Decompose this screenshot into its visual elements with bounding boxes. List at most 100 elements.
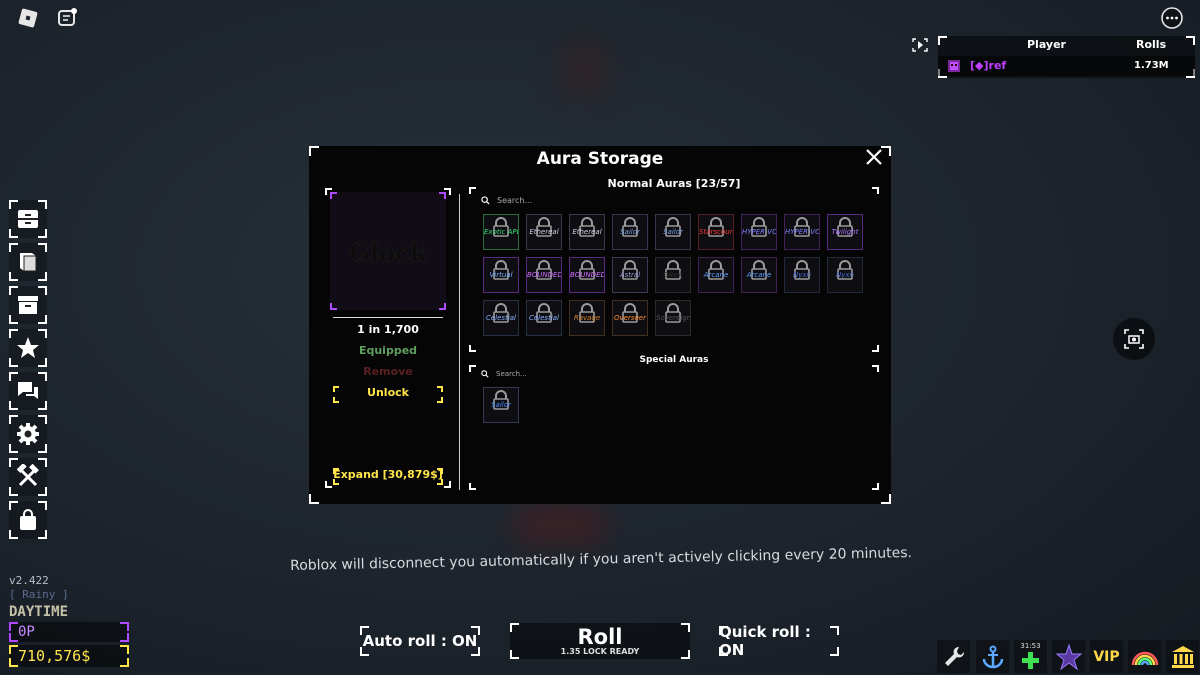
anchor-button[interactable] (976, 640, 1009, 673)
aura-name: BOUNDED UNBOUND (527, 271, 561, 279)
lock-icon (794, 260, 810, 280)
collection-button[interactable] (9, 243, 47, 281)
normal-aura-slot[interactable]: Virtual (483, 257, 519, 293)
unlock-button[interactable]: Unlock (333, 386, 443, 403)
normal-aura-slot[interactable]: Overseer (612, 300, 648, 336)
aura-name: Nyxn (836, 271, 854, 279)
normal-aura-slot[interactable]: BOUNDED UNBOUND (526, 257, 562, 293)
normal-aura-slot[interactable]: Astral (612, 257, 648, 293)
tools-button[interactable] (937, 640, 970, 673)
version-label: v2.422 (9, 574, 49, 587)
quick-roll-label: Quick roll : ON (719, 623, 811, 659)
normal-aura-slot[interactable]: Sailor (655, 214, 691, 250)
chat-icon (58, 8, 77, 26)
bank-button[interactable] (1166, 640, 1199, 673)
wrench-icon (944, 646, 964, 666)
normal-aura-slot[interactable]: Starscourge (698, 214, 734, 250)
normal-auras-search-input[interactable]: Search... (481, 193, 861, 207)
aura-name: Arcane (703, 271, 729, 279)
aura-preview-name: Glock (349, 238, 427, 267)
speech-bubbles-icon (18, 382, 38, 399)
chat-toggle-button[interactable] (54, 5, 80, 31)
plus-luck-icon (1021, 651, 1039, 669)
lock-icon (665, 303, 681, 323)
roblox-menu-button[interactable] (15, 5, 41, 31)
leaderboard-toggle-button[interactable] (912, 37, 928, 52)
normal-aura-slot[interactable]: Arcane (741, 257, 777, 293)
normal-aura-slot[interactable]: Ethereal (569, 214, 605, 250)
lock-icon (665, 260, 681, 280)
vip-button[interactable]: VIP (1090, 640, 1123, 673)
lock-icon (579, 303, 595, 323)
storage-button[interactable] (9, 286, 47, 324)
roll-label: Roll (577, 625, 623, 649)
normal-aura-slot[interactable]: Glock (655, 257, 691, 293)
normal-auras-search-placeholder: Search... (497, 195, 533, 205)
normal-aura-slot[interactable]: Celestial (526, 300, 562, 336)
close-button[interactable] (863, 148, 885, 170)
aura-name: HYPER-VOLT (785, 228, 819, 236)
special-auras-search-input[interactable]: Search... (481, 367, 861, 381)
normal-aura-slot[interactable]: Nyxn (784, 257, 820, 293)
favorites-button[interactable] (9, 329, 47, 367)
normal-aura-slot[interactable]: Sailor (612, 214, 648, 250)
special-aura-slot[interactable]: Sailor (483, 387, 519, 423)
normal-aura-slot[interactable]: BOUNDED UNBOUND (569, 257, 605, 293)
lock-icon (622, 260, 638, 280)
aura-name: BOUNDED UNBOUND (570, 271, 604, 279)
aura-name: Sovereign (656, 314, 690, 322)
normal-aura-slot[interactable]: Ravage (569, 300, 605, 336)
aura-name: Sailor (491, 401, 511, 409)
normal-aura-slot[interactable]: Celestial (483, 300, 519, 336)
quick-roll-button[interactable]: Quick roll : ON (719, 623, 839, 659)
roll-button[interactable]: Roll 1.35 LOCK READY (510, 623, 690, 659)
aura-name: Arcane (746, 271, 772, 279)
normal-aura-slot[interactable]: Arcane (698, 257, 734, 293)
lock-icon (493, 260, 509, 280)
rainbow-icon (1131, 651, 1158, 665)
world-dark-object (560, 40, 610, 100)
star-event-button[interactable] (1052, 640, 1085, 673)
normal-aura-slot[interactable]: Ethereal (526, 214, 562, 250)
bonus-timer-value: 31:53 (1020, 642, 1041, 650)
lock-icon (794, 217, 810, 237)
inventory-button[interactable] (9, 200, 47, 238)
normal-aura-slot[interactable]: Exotic APEX (483, 214, 519, 250)
settings-button[interactable] (9, 415, 47, 453)
vip-label: VIP (1093, 648, 1120, 665)
crafting-button[interactable] (9, 458, 47, 496)
aura-name: Overseer (614, 314, 646, 322)
normal-aura-slot[interactable]: Sovereign (655, 300, 691, 336)
roll-sub-label: 1.35 LOCK READY (560, 647, 640, 656)
screenshot-button[interactable] (1113, 318, 1155, 360)
aura-name: Ethereal (529, 228, 559, 236)
more-options-button[interactable] (1159, 5, 1185, 31)
leaderboard-player-name: [◆]ref (970, 59, 1007, 72)
auto-roll-button[interactable]: Auto roll : ON (360, 626, 480, 656)
lock-icon (622, 217, 638, 237)
lock-icon (536, 303, 552, 323)
aura-name: HYPER-VOLT (742, 228, 776, 236)
book-icon (20, 253, 37, 272)
normal-aura-slot[interactable]: HYPER-VOLT (784, 214, 820, 250)
normal-auras-title: Normal Auras [23/57] (607, 177, 741, 190)
rainbow-event-button[interactable] (1128, 640, 1161, 673)
bonus-timer-button[interactable]: 31:53 (1014, 640, 1047, 673)
leaderboard-player-rolls: 1.73M (1134, 60, 1169, 71)
aura-name: Sailor (663, 228, 683, 236)
special-auras-section (469, 365, 879, 490)
lock-icon (579, 217, 595, 237)
leaderboard-row[interactable]: [◆]ref 1.73M (938, 56, 1195, 76)
normal-auras-section (469, 187, 879, 352)
equipped-button[interactable]: Equipped (358, 344, 418, 357)
aura-storage-title: Aura Storage (536, 149, 664, 169)
shop-button[interactable] (9, 501, 47, 539)
remove-button[interactable]: Remove (363, 365, 413, 378)
normal-aura-slot[interactable]: HYPER-VOLT (741, 214, 777, 250)
expand-button[interactable]: Expand [30,879$] (333, 468, 443, 485)
quests-button[interactable] (9, 372, 47, 410)
aura-name: Starscourge (699, 228, 733, 236)
normal-aura-slot[interactable]: Nyxn (827, 257, 863, 293)
normal-aura-slot[interactable]: Twilight (827, 214, 863, 250)
left-sidebar (9, 200, 47, 544)
